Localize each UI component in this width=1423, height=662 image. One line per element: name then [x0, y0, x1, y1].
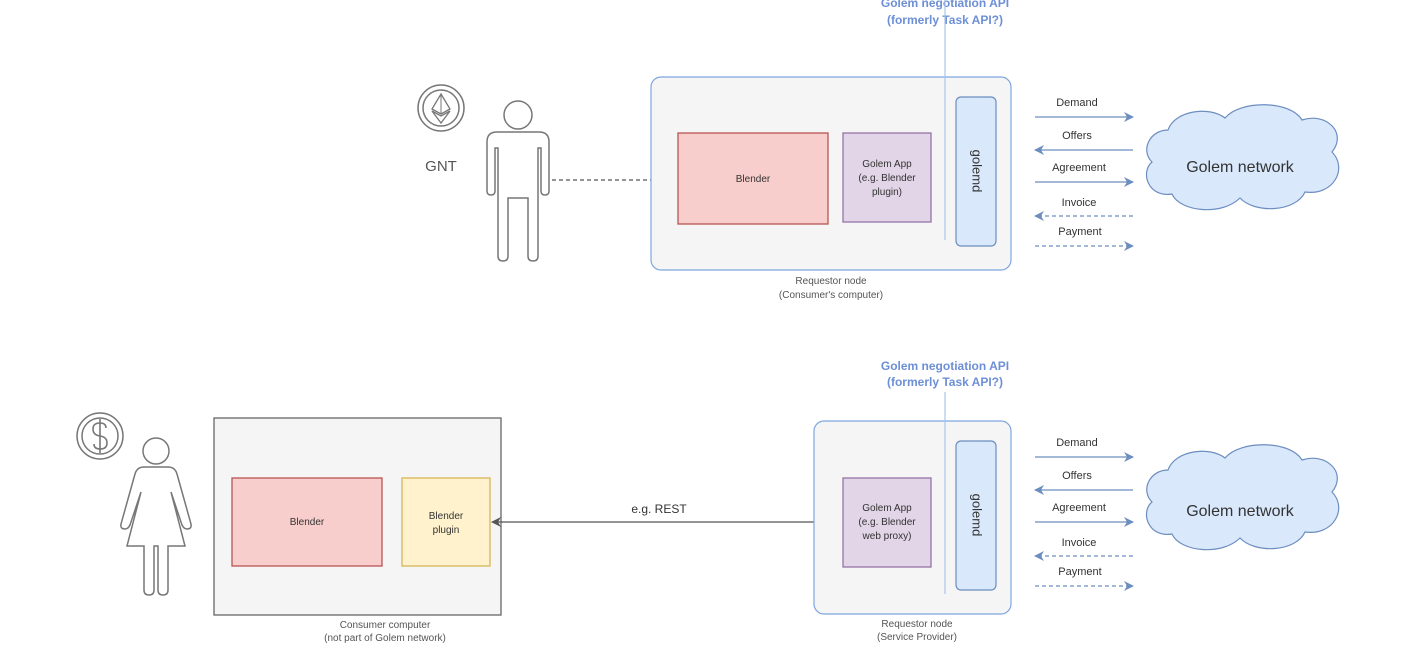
invoice-label-bottom: Invoice	[1062, 537, 1097, 549]
node-caption-line2-bottom: (Service Provider)	[877, 632, 957, 643]
golemd-label-bottom: golemd	[970, 494, 985, 537]
invoice-label: Invoice	[1062, 197, 1097, 209]
node-caption-line2: (Consumer's computer)	[779, 290, 883, 301]
bottom-diagram: Golem negotiation API (formerly Task API…	[76, 359, 1340, 644]
offers-label: Offers	[1062, 130, 1092, 142]
golem-network-cloud	[1145, 104, 1340, 211]
api-label-line2-bottom: (formerly Task API?)	[887, 375, 1003, 389]
golemd-box	[955, 96, 997, 247]
golem-network-cloud-bottom	[1145, 444, 1340, 551]
blender-plugin-box	[401, 477, 491, 567]
golem-app-line3: plugin)	[872, 187, 902, 198]
golem-app-line3-bottom: web proxy)	[862, 531, 912, 542]
top-diagram: Golem negotiation API (formerly Task API…	[417, 0, 1340, 301]
rest-label: e.g. REST	[631, 502, 687, 516]
offers-label-bottom: Offers	[1062, 470, 1092, 482]
blender-box-bottom	[231, 477, 383, 567]
api-label-line1-bottom: Golem negotiation API	[881, 359, 1009, 373]
golem-network-label: Golem network	[1186, 159, 1295, 176]
ethereum-coin-icon	[417, 84, 465, 132]
node-caption-line1: Requestor node	[795, 276, 867, 287]
payment-label-bottom: Payment	[1058, 566, 1101, 578]
node-caption-line1-bottom: Requestor node	[881, 619, 953, 630]
golem-app-line1: Golem App	[862, 159, 912, 170]
payment-label: Payment	[1058, 226, 1101, 238]
agreement-label: Agreement	[1052, 162, 1106, 174]
golem-app-line1-bottom: Golem App	[862, 503, 912, 514]
female-user-icon	[120, 437, 192, 596]
consumer-caption-line2: (not part of Golem network)	[324, 633, 446, 644]
blender-label: Blender	[736, 174, 771, 185]
plugin-line1: Blender	[429, 511, 464, 522]
token-label: GNT	[425, 158, 457, 175]
dollar-coin-icon	[76, 412, 124, 460]
golem-app-line2-bottom: (e.g. Blender	[858, 517, 916, 528]
blender-label-bottom: Blender	[290, 517, 325, 528]
blender-box	[677, 132, 829, 225]
agreement-label-bottom: Agreement	[1052, 502, 1106, 514]
demand-label: Demand	[1056, 97, 1098, 109]
demand-label-bottom: Demand	[1056, 437, 1098, 449]
golem-network-label-bottom: Golem network	[1186, 503, 1295, 520]
consumer-caption-line1: Consumer computer	[340, 620, 431, 631]
golem-app-line2: (e.g. Blender	[858, 173, 916, 184]
plugin-line2: plugin	[433, 525, 460, 536]
golemd-box-bottom	[955, 440, 997, 591]
male-user-icon	[486, 100, 550, 262]
golemd-label: golemd	[970, 150, 985, 193]
golem-app-box-bottom	[842, 477, 932, 568]
golem-app-box	[842, 132, 932, 223]
